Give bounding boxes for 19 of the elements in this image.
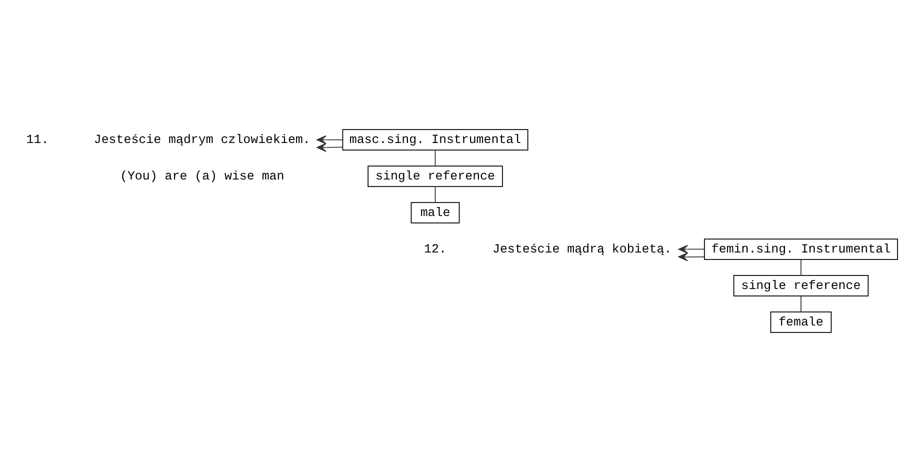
connector: [434, 149, 436, 166]
node-text: Jesteście mądrym czlowiekiem.: [94, 132, 310, 147]
node-box: single reference: [368, 165, 503, 186]
node-box: single reference: [733, 274, 869, 296]
label: 11.: [26, 132, 49, 147]
node-box: masc.sing. Instrumental: [342, 128, 528, 150]
arrow: [316, 134, 344, 144]
arrow: [316, 142, 344, 152]
connector: [434, 186, 436, 202]
label: 12.: [424, 242, 446, 256]
node-box: femin.sing. Instrumental: [704, 238, 898, 260]
label: (You) are (a) wise man: [120, 169, 284, 184]
arrow: [678, 252, 705, 261]
connector: [800, 295, 802, 312]
node-text: Jesteście mądrą kobietą.: [492, 242, 672, 256]
arrow: [678, 244, 705, 254]
node-box: male: [410, 202, 460, 223]
node-box: female: [770, 311, 832, 332]
connector: [800, 258, 802, 276]
